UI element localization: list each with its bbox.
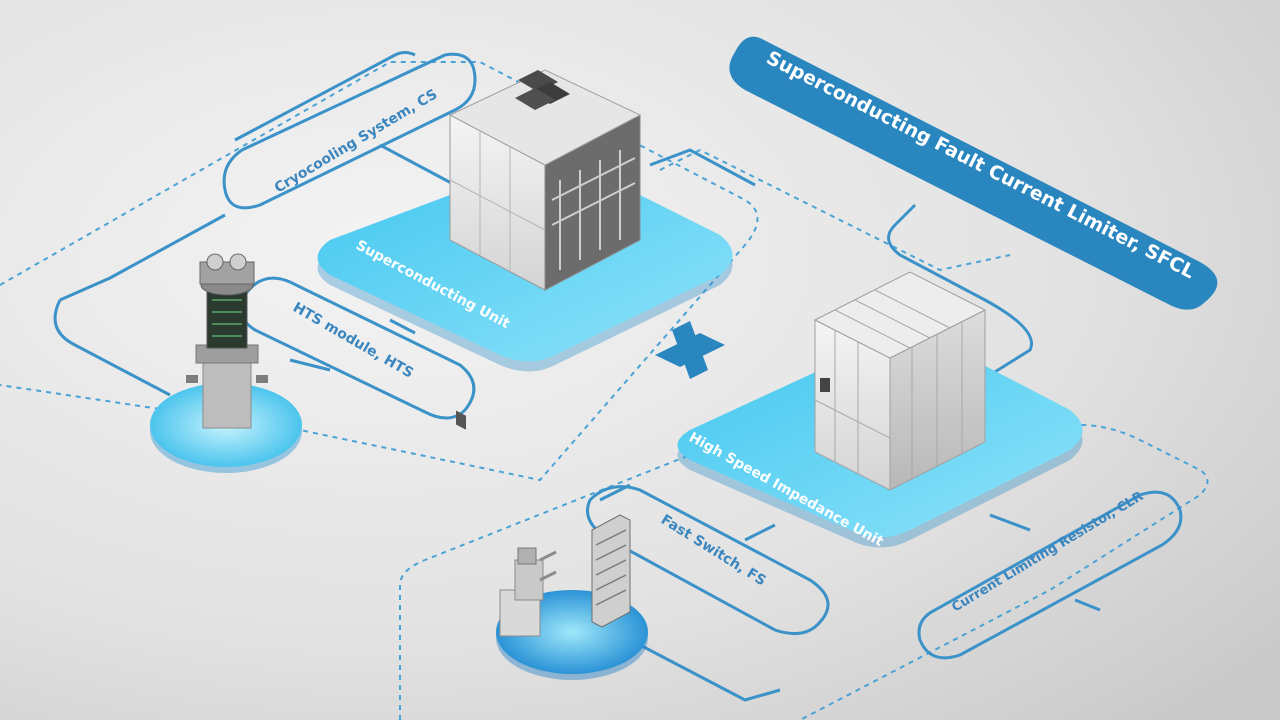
plus-icon [655, 321, 725, 379]
dashed-outlines [0, 61, 1209, 721]
high-speed-cabinet [813, 271, 987, 491]
connector-lines [53, 51, 1101, 702]
cryocooling-pill [222, 52, 477, 210]
clr-pill [917, 490, 1183, 660]
hts-module-device [150, 253, 302, 473]
fast-switch-device [496, 514, 648, 680]
superconducting-cabinet [448, 69, 642, 430]
